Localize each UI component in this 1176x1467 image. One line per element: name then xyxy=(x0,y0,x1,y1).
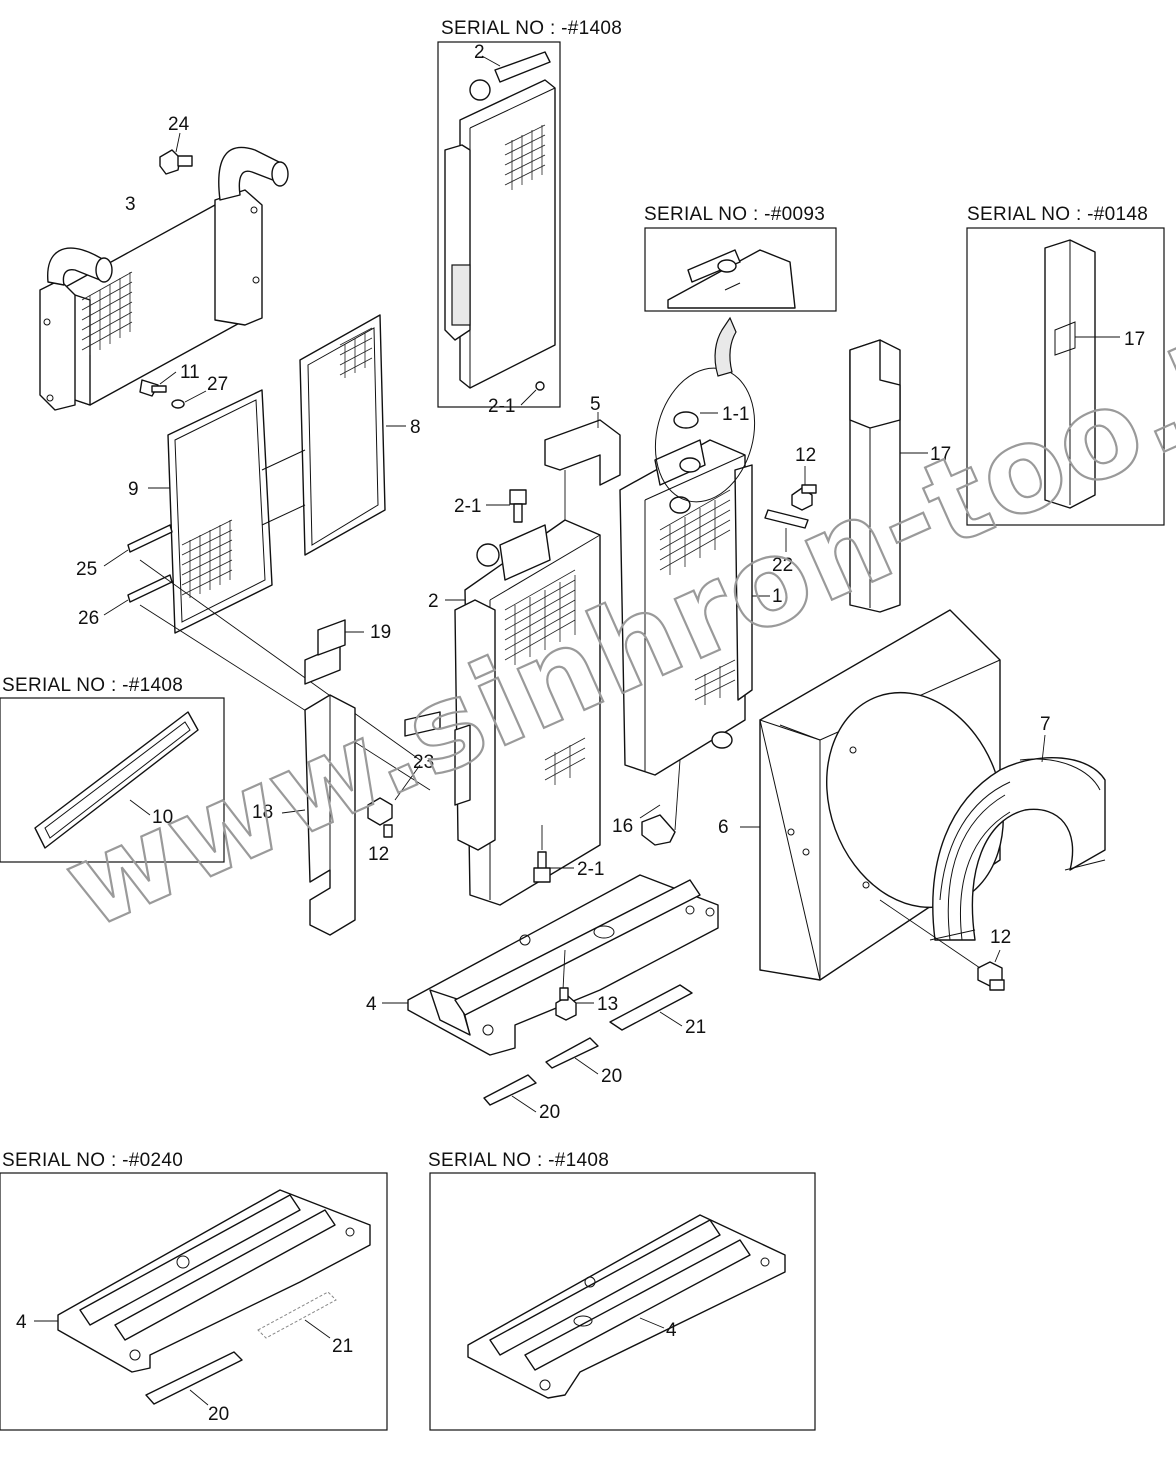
part-20-pad-b xyxy=(483,1074,537,1113)
svg-text:SERIAL NO : -#0240: SERIAL NO : -#0240 xyxy=(2,1150,183,1171)
label-23: 23 xyxy=(413,752,434,773)
part-2-1-bolt-upper xyxy=(486,489,527,523)
label-10: 10 xyxy=(152,807,173,828)
svg-text:SERIAL NO : -#0093: SERIAL NO : -#0093 xyxy=(644,204,825,225)
part-19-seal xyxy=(304,619,364,685)
part-4-base-0240 xyxy=(34,1189,371,1373)
part-3-intercooler xyxy=(39,146,289,411)
label-21-0240: 21 xyxy=(332,1336,353,1357)
part-1-radiator xyxy=(619,439,770,776)
label-4-0240: 4 xyxy=(16,1312,27,1333)
part-25-26-brackets xyxy=(103,524,431,791)
part-5-bracket xyxy=(544,412,621,520)
part-1-1-cap xyxy=(654,316,756,503)
label-17: 17 xyxy=(930,444,951,465)
part-12-bolt-upper-right xyxy=(791,466,817,511)
label-7: 7 xyxy=(1040,714,1051,735)
part-12-bolt-lower-right xyxy=(879,899,1005,991)
part-2-1-bolt-lower xyxy=(533,825,574,883)
part-23-bracket xyxy=(404,711,471,806)
serial-box-0148: SERIAL NO : -#0148 xyxy=(966,204,1165,526)
part-21-pad-0240 xyxy=(257,1291,337,1339)
label-20-b: 20 xyxy=(539,1102,560,1123)
part-11-wing-bolt xyxy=(139,371,207,409)
part-20-pad-0240 xyxy=(145,1351,243,1406)
part-17-seal-main xyxy=(849,339,928,613)
part-12-bolt-left xyxy=(367,764,421,838)
label-20-0240: 20 xyxy=(208,1404,229,1425)
label-3: 3 xyxy=(125,194,136,215)
label-4-1408: 4 xyxy=(666,1320,677,1341)
part-4-base-1408 xyxy=(467,1214,786,1399)
part-13-bolt xyxy=(555,949,594,1021)
label-12-left: 12 xyxy=(368,844,389,865)
part-1-top-detail xyxy=(667,249,796,309)
part-10-gasket xyxy=(34,711,199,849)
label-1-1: 1-1 xyxy=(722,404,749,425)
label-24: 24 xyxy=(168,114,190,135)
label-6: 6 xyxy=(718,817,729,838)
label-2-serial: 2 xyxy=(474,42,485,63)
label-27: 27 xyxy=(207,374,228,395)
label-9: 9 xyxy=(128,479,139,500)
part-labels: 24 3 11 27 9 25 26 8 19 10 18 23 12 2 2-… xyxy=(16,42,1145,1425)
part-9-screen xyxy=(148,389,306,634)
serial-box-left-mid: SERIAL NO : -#1408 xyxy=(0,675,225,863)
label-2-1-upper: 2-1 xyxy=(454,496,481,517)
label-13: 13 xyxy=(597,994,618,1015)
label-2: 2 xyxy=(428,591,439,612)
serial-box-bottom-center: SERIAL NO : -#1408 xyxy=(428,1150,816,1431)
part-24-bolt xyxy=(159,132,193,175)
part-2-radiator-serial xyxy=(444,51,556,406)
label-20-a: 20 xyxy=(601,1066,622,1087)
part-8-screen xyxy=(299,314,406,556)
label-22: 22 xyxy=(772,555,793,576)
serial-box-top-center: SERIAL NO : -#1408 xyxy=(437,18,622,408)
label-2-1-lower: 2-1 xyxy=(577,859,604,880)
svg-text:SERIAL NO : -#0148: SERIAL NO : -#0148 xyxy=(967,204,1148,225)
label-19: 19 xyxy=(370,622,391,643)
serial-box-0093: SERIAL NO : -#0093 xyxy=(644,204,837,312)
label-5: 5 xyxy=(590,394,601,415)
part-17-seal-alt xyxy=(1044,239,1120,509)
part-22-bracket xyxy=(764,509,809,552)
part-7-fan-guard xyxy=(929,734,1106,941)
label-4: 4 xyxy=(366,994,377,1015)
part-16-valve xyxy=(639,759,681,846)
label-8: 8 xyxy=(410,417,421,438)
label-25: 25 xyxy=(76,559,97,580)
svg-text:SERIAL NO : -#1408: SERIAL NO : -#1408 xyxy=(441,18,622,39)
part-18-seal xyxy=(281,694,356,936)
label-16: 16 xyxy=(612,816,633,837)
label-2-1-serial: 2-1 xyxy=(488,396,515,417)
part-4-base xyxy=(382,874,719,1056)
part-20-pad-a xyxy=(545,1037,599,1075)
part-21-pad xyxy=(609,984,693,1031)
label-11: 11 xyxy=(180,362,200,383)
svg-text:SERIAL NO : -#1408: SERIAL NO : -#1408 xyxy=(428,1150,609,1171)
label-12-upper-right: 12 xyxy=(795,445,816,466)
label-26: 26 xyxy=(78,608,99,629)
serial-box-0240: SERIAL NO : -#0240 xyxy=(0,1150,388,1431)
label-1: 1 xyxy=(772,586,783,607)
label-12-lower-right: 12 xyxy=(990,927,1011,948)
label-21: 21 xyxy=(685,1017,706,1038)
svg-text:SERIAL NO : -#1408: SERIAL NO : -#1408 xyxy=(2,675,183,696)
label-18: 18 xyxy=(252,802,273,823)
label-17-serial: 17 xyxy=(1124,329,1145,350)
